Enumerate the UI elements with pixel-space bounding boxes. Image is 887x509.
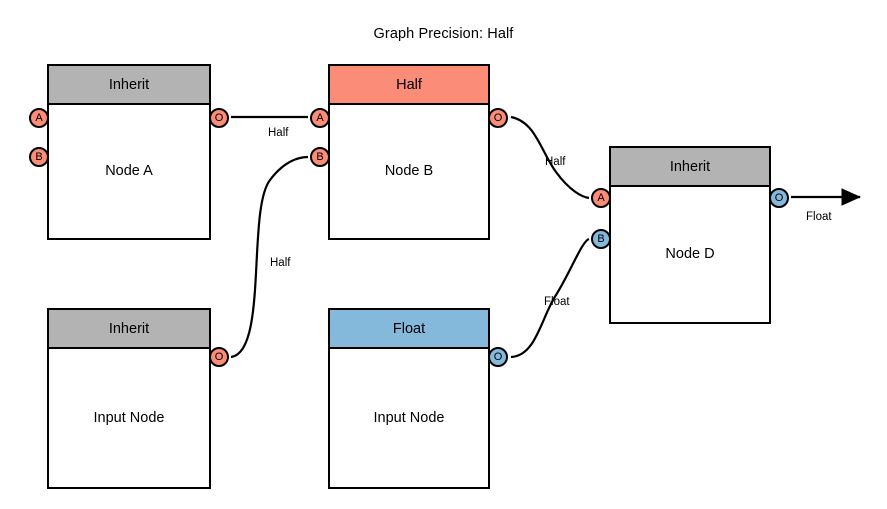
- edge-edge-inputcenter-to-d-b[interactable]: [510, 237, 590, 359]
- node-body-input-node-left: Input Node: [49, 349, 209, 487]
- node-body-node-b: Node B: [330, 105, 488, 238]
- edge-label-edge-a-to-b-a: Half: [268, 127, 289, 139]
- edge-label-edge-inputcenter-to-d-b: Float: [544, 296, 570, 308]
- node-header-node-b[interactable]: Half: [330, 66, 488, 105]
- node-header-node-a[interactable]: Inherit: [49, 66, 209, 105]
- node-title-node-a: Node A: [105, 163, 153, 180]
- node-title-node-b: Node B: [384, 163, 434, 180]
- edge-label-edge-d-output: Float: [806, 211, 832, 223]
- edge-label-edge-inputleft-to-b-b: Half: [270, 257, 291, 269]
- input-port-a-node-a[interactable]: A: [29, 108, 49, 128]
- page-title: Graph Precision: Half: [373, 26, 514, 42]
- output-port-o-input-node-center[interactable]: O: [488, 347, 508, 367]
- node-title-input-node-center: Input Node: [373, 409, 445, 426]
- output-port-o-node-b[interactable]: O: [488, 108, 508, 128]
- output-port-o-node-d[interactable]: O: [769, 188, 789, 208]
- input-port-a-node-b[interactable]: A: [310, 108, 330, 128]
- input-port-b-node-b[interactable]: B: [310, 147, 330, 167]
- node-header-input-node-center[interactable]: Float: [330, 310, 488, 349]
- node-title-node-d: Node D: [665, 246, 715, 263]
- node-body-node-d: Node D: [611, 187, 769, 322]
- node-body-node-a: Node A: [49, 105, 209, 238]
- node-header-input-node-left[interactable]: Inherit: [49, 310, 209, 349]
- node-body-input-node-center: Input Node: [330, 349, 488, 487]
- edge-edge-b-to-d-a[interactable]: [510, 115, 590, 200]
- node-header-node-d[interactable]: Inherit: [611, 148, 769, 187]
- edge-label-edge-b-to-d-a: Half: [545, 156, 566, 168]
- edge-layer: [230, 115, 862, 359]
- output-port-o-node-a[interactable]: O: [209, 108, 229, 128]
- edge-edge-inputleft-to-b-b[interactable]: [230, 155, 309, 359]
- input-port-b-node-d[interactable]: B: [591, 229, 611, 249]
- node-title-input-node-left: Input Node: [93, 409, 165, 426]
- output-port-o-input-node-left[interactable]: O: [209, 347, 229, 367]
- input-port-a-node-d[interactable]: A: [591, 188, 611, 208]
- input-port-b-node-a[interactable]: B: [29, 147, 49, 167]
